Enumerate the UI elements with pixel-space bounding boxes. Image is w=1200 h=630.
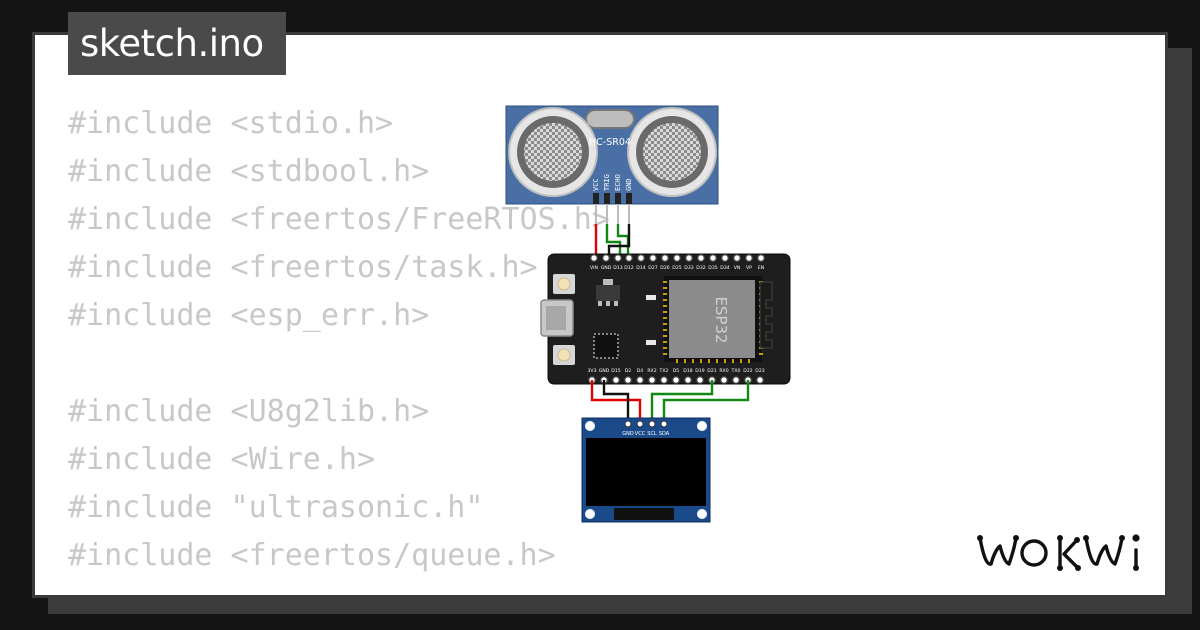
oled-screen: [586, 438, 706, 506]
pin-label: D12: [624, 265, 633, 271]
pin-label: D22: [743, 368, 752, 374]
pin-label: RX2: [647, 368, 656, 374]
boot-button[interactable]: [553, 274, 575, 294]
pin-label: RX0: [719, 368, 728, 374]
code-line: #include <Wire.h>: [68, 442, 376, 477]
pin-label: D4: [637, 368, 644, 374]
code-line: #include <stdio.h>: [68, 106, 394, 141]
esp32-board[interactable]: VIN GND D13 D12 D14 D27 D26 D25 D33 D32 …: [540, 253, 791, 385]
pin-label: D33: [684, 265, 693, 271]
reset-button[interactable]: [553, 345, 575, 365]
code-line: #include <freertos/task.h>: [68, 250, 538, 285]
pin-label: D27: [648, 265, 657, 271]
code-line: #include "ultrasonic.h": [68, 490, 484, 525]
pin-label: D2: [625, 368, 632, 374]
file-tab[interactable]: sketch.ino: [68, 12, 286, 75]
code-line: #include <stdbool.h>: [68, 154, 430, 189]
pin-label: EN: [758, 265, 764, 271]
pin-label: D35: [708, 265, 717, 271]
code-line: #include <U8g2lib.h>: [68, 394, 430, 429]
transducer-left: [508, 107, 598, 197]
pin-label: D25: [672, 265, 681, 271]
pin-label: D5: [673, 368, 680, 374]
pin-label: D34: [720, 265, 729, 271]
antenna-trace: [759, 281, 773, 349]
pin-label: D13: [613, 265, 622, 271]
display-pin-label: SDA: [659, 431, 670, 437]
pin-label: D26: [660, 265, 669, 271]
sensor-pin-label: TRIG: [603, 174, 611, 191]
pin-label: GND: [601, 265, 612, 271]
wire-gnd: [607, 224, 631, 258]
pin-label: TX2: [659, 368, 669, 374]
pin-label: D21: [707, 368, 716, 374]
display-ribbon: [614, 508, 674, 520]
display-pin-label: GND: [622, 431, 634, 437]
bottom-pin-row: [588, 376, 764, 384]
wire-display-scl: [650, 380, 714, 424]
display-wires: [590, 380, 750, 424]
wokwi-logo: [977, 534, 1140, 571]
pin-label: D18: [683, 368, 692, 374]
display-pin-label: SCL: [647, 431, 657, 437]
pin-label: VP: [746, 265, 752, 271]
mounting-hole: [697, 509, 707, 519]
mounting-hole: [585, 421, 595, 431]
pin-label: D19: [695, 368, 704, 374]
sensor-header-pins: [593, 193, 632, 224]
voltage-regulator: [596, 279, 620, 306]
pin-label: D23: [755, 368, 764, 374]
sensor-model-label: HC-SR04: [589, 137, 631, 148]
transducer-right: [627, 107, 717, 197]
sensor-pin-label: ECHO: [614, 174, 622, 191]
pin-label: GND: [599, 368, 610, 374]
smd-component: [646, 295, 656, 300]
oled-display[interactable]: GND VCC SCL SDA: [581, 417, 711, 523]
pin-label: TX0: [731, 368, 741, 374]
wire-trig: [605, 224, 622, 258]
top-pin-row: [590, 254, 765, 262]
pin-label: 3V3: [588, 368, 597, 374]
usb-port: [540, 299, 574, 337]
code-line: #include <freertos/FreeRTOS.h>: [68, 202, 610, 237]
esp32-module: ESP32: [663, 276, 773, 363]
mounting-hole: [585, 509, 595, 519]
ultrasonic-sensor[interactable]: HC-SR04 VCC TRIG ECHO GND: [505, 105, 719, 224]
pin-label: D32: [696, 265, 705, 271]
pin-label: D14: [636, 265, 645, 271]
display-pin-label: VCC: [635, 431, 646, 437]
chip-label: ESP32: [712, 296, 730, 343]
display-header-pins: [624, 420, 668, 428]
sensor-pin-label: GND: [625, 178, 633, 191]
pin-label: VIN: [590, 265, 598, 271]
crystal-oscillator: [585, 109, 635, 129]
code-line: #include <freertos/queue.h>: [68, 538, 556, 573]
pin-label: D15: [611, 368, 620, 374]
sensor-wires: [594, 224, 631, 258]
sensor-pin-label: VCC: [592, 178, 600, 191]
wire-display-gnd: [602, 380, 630, 424]
wire-display-vcc: [590, 380, 642, 424]
smd-component: [646, 340, 656, 345]
code-line: #include <esp_err.h>: [68, 298, 430, 333]
usb-uart-chip: [593, 333, 619, 359]
mounting-hole: [697, 421, 707, 431]
wire-display-sda: [662, 380, 750, 424]
code-preview: #include <stdio.h> #include <stdbool.h> …: [68, 100, 610, 580]
pin-label: VN: [734, 265, 741, 271]
